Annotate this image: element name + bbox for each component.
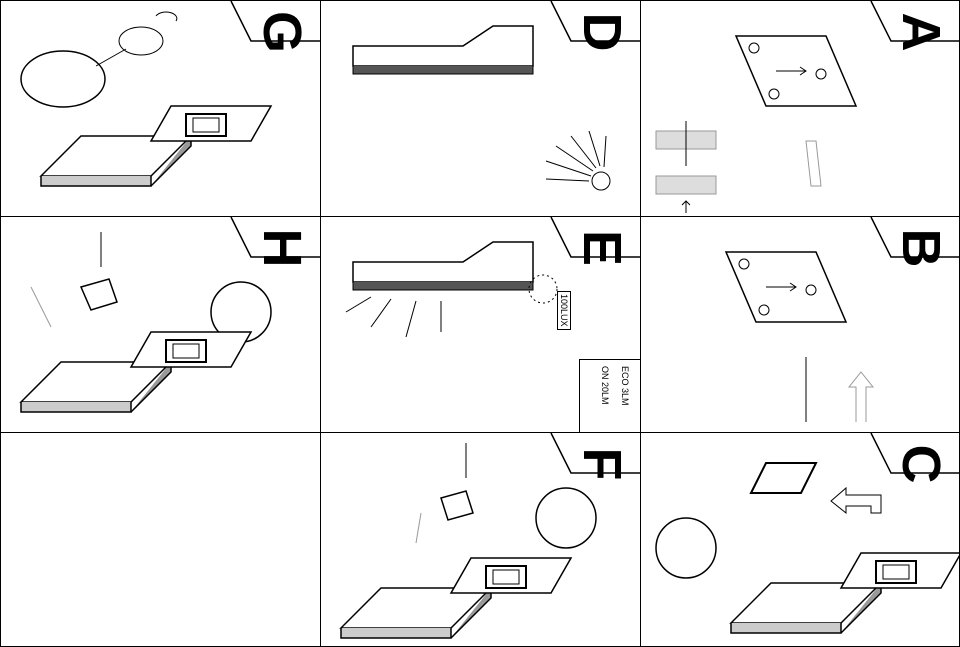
sensor-module-icon (749, 462, 818, 494)
rotate-icon (155, 11, 178, 22)
light-sensor-illustration (345, 217, 640, 338)
panel-h: H (0, 216, 321, 433)
mode-on: ON 20LM (600, 366, 610, 405)
magnified-battery-icon (20, 50, 106, 108)
up-arrow-icon (847, 371, 875, 422)
mounting-plate-screws-illustration (725, 217, 959, 422)
panel-g: G (0, 0, 321, 217)
light-bulb-icon (591, 171, 611, 191)
lux-label: 100LUX (557, 291, 571, 330)
step-letter: A (891, 12, 951, 52)
arrow-icon (415, 512, 422, 544)
magnified-sensor-icon (535, 487, 597, 549)
panel-c: C (640, 432, 960, 647)
step-letter: G (252, 10, 312, 53)
mode-eco: ECO 3LM (620, 366, 630, 406)
arrow-icon (30, 286, 52, 328)
step-letter: F (572, 447, 632, 481)
lamp-side-illustration (352, 1, 640, 191)
panel-d: D (320, 0, 641, 217)
step-letter: H (252, 228, 312, 268)
step-letter: D (572, 12, 632, 52)
moon-icon (528, 274, 558, 304)
sensor-insertion-illustration (655, 433, 959, 634)
wall-plug-icon (805, 140, 822, 187)
step-letter: C (891, 444, 951, 484)
magnified-sensor-icon (655, 517, 717, 579)
turn-arrow-icon (830, 486, 882, 515)
panel-a: A (640, 0, 960, 217)
screw-fixing-illustration (20, 217, 320, 413)
battery-replacement-illustration (20, 1, 320, 187)
panel-empty (0, 432, 321, 647)
step-letter: B (891, 228, 951, 268)
panel-f: F (320, 432, 641, 647)
panel-b: B (640, 216, 960, 433)
sensor-cover-fixing-illustration (340, 433, 640, 639)
mode-table: ECO 3LM ON 20LM (579, 359, 640, 432)
panel-e: 100LUX ECO 3LM ON 20LM E (320, 216, 641, 433)
step-letter: E (572, 229, 632, 267)
mounting-plate-drilling-illustration (655, 1, 959, 213)
